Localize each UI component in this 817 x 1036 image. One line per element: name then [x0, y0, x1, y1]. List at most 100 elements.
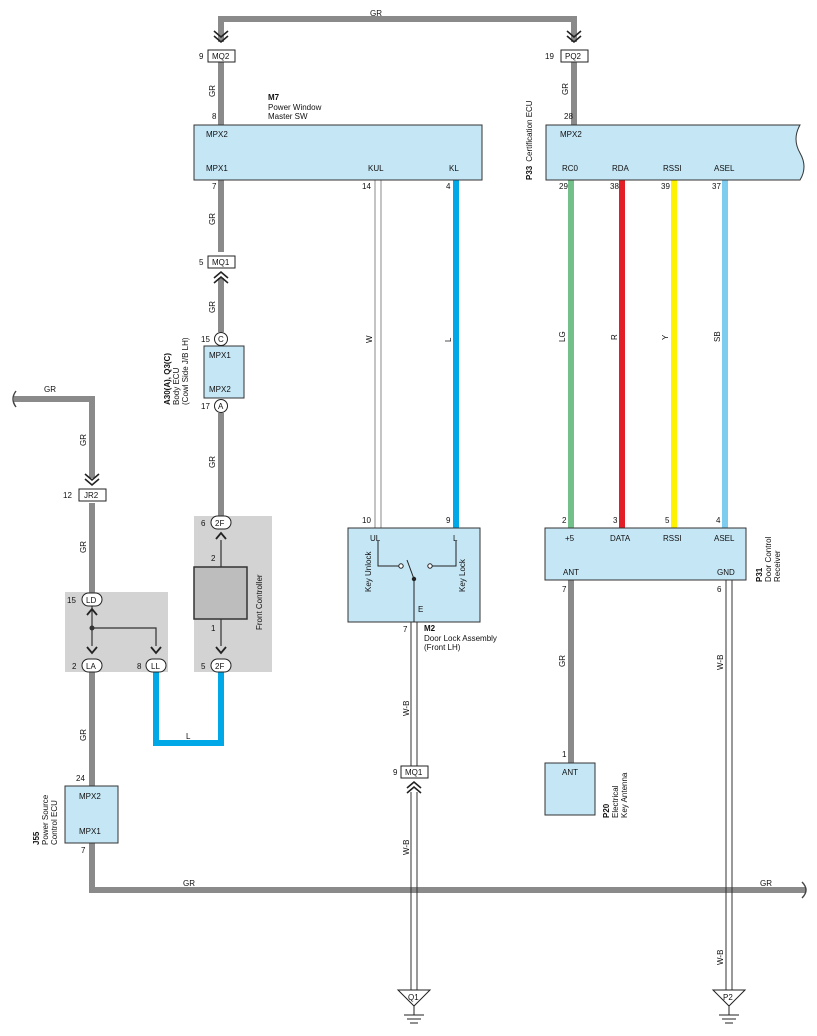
- junction-block-left: [65, 592, 168, 672]
- p33-rc0-label: RC0: [562, 164, 579, 173]
- svg-text:C: C: [218, 335, 224, 344]
- svg-text:17: 17: [201, 402, 210, 411]
- wire-break-right: [801, 881, 807, 899]
- p31-pin-p5: 2: [562, 516, 567, 525]
- wire-label-sb: SB: [713, 331, 722, 342]
- p20-name-2: Key Antenna: [620, 772, 629, 818]
- m7-kul-label: KUL: [368, 164, 384, 173]
- wire-label-gr-left-jr2: GR: [79, 434, 88, 446]
- p33-mpx2-label: MPX2: [560, 130, 582, 139]
- wire-label-gr-bottom-mid: GR: [183, 879, 195, 888]
- wire-label-l: L: [444, 337, 453, 342]
- wire-label-wb-p2: W-B: [716, 950, 725, 965]
- m2-key-lock-label: Key Lock: [458, 558, 467, 592]
- front-controller: [193, 566, 248, 620]
- j55-code: J55: [32, 831, 41, 845]
- p31-asel-label: ASEL: [714, 534, 735, 543]
- svg-text:8: 8: [137, 662, 142, 671]
- wire-label-gr-jr2-ld: GR: [79, 541, 88, 553]
- m2-e-label: E: [418, 605, 423, 614]
- body-ecu: [203, 345, 245, 399]
- wire-label-gr-m7-mq1: GR: [208, 213, 217, 225]
- connector-pq2: PQ2 19: [545, 30, 589, 63]
- wire-wb-m2: [410, 622, 418, 990]
- m7-code: M7: [268, 93, 280, 102]
- svg-text:LL: LL: [151, 662, 160, 671]
- m2-switch-icon: [377, 541, 457, 622]
- svg-text:JR2: JR2: [84, 491, 99, 500]
- m7-pin-mpx1: 7: [212, 182, 217, 191]
- svg-text:9: 9: [199, 52, 204, 61]
- m2-name-2: (Front LH): [424, 643, 461, 652]
- wire-l-loop: [153, 672, 224, 746]
- connector-2f-bottom: 2F 5: [201, 646, 232, 673]
- m7-pin-top: 8: [212, 112, 217, 121]
- m2-pin-l: 9: [446, 516, 451, 525]
- p20-ant-label: ANT: [562, 768, 578, 777]
- body-ecu-mpx2-label: MPX2: [209, 385, 231, 394]
- p20-code: P20: [602, 803, 611, 818]
- wire-gr-left-top: [14, 396, 95, 478]
- wire-label-gr-mq2-m7: GR: [208, 85, 217, 97]
- m2-key-unlock-label: Key Unlock: [364, 551, 373, 592]
- p20-pin: 1: [562, 750, 567, 759]
- svg-text:15: 15: [67, 596, 76, 605]
- connector-ld: LD 15: [67, 592, 103, 616]
- p31-rssi-label: RSSI: [663, 534, 682, 543]
- wire-label-gr-left-top: GR: [44, 385, 56, 394]
- p31-gnd-label: GND: [717, 568, 735, 577]
- wire-label-wb-mq1: W-B: [402, 840, 411, 855]
- connector-mq1-top: MQ1 5: [199, 255, 236, 284]
- svg-text:MQ1: MQ1: [212, 258, 230, 267]
- wire-gr-bottom: [89, 843, 806, 893]
- p31-pin-asel: 4: [716, 516, 721, 525]
- m7-mpx1-label: MPX1: [206, 164, 228, 173]
- p31-door-control-receiver: [544, 527, 747, 581]
- svg-text:15: 15: [201, 335, 210, 344]
- wire-label-wb-p31: W-B: [716, 655, 725, 670]
- connector-a: A 17: [201, 399, 228, 413]
- m2-pin-ul: 10: [362, 516, 371, 525]
- m2-pin-e: 7: [403, 625, 408, 634]
- p33-rda-label: RDA: [612, 164, 630, 173]
- wire-gr-top: [218, 16, 577, 42]
- j55-pin-mpx2: 24: [76, 774, 85, 783]
- p33-pin-top: 28: [564, 112, 573, 121]
- body-ecu-name-2: (Cowl Side J/B LH): [181, 337, 190, 405]
- p33-pin-rssi: 39: [661, 182, 670, 191]
- connector-2f-top: 2F 6: [201, 515, 232, 540]
- wire-label-w: W: [365, 335, 374, 343]
- wire-label-gr-body-2f: GR: [208, 456, 217, 468]
- svg-text:Q1: Q1: [408, 993, 419, 1002]
- connector-mq2: MQ2 9: [199, 30, 236, 63]
- p33-label-vertical: P33Certification ECU: [525, 100, 534, 180]
- svg-text:12: 12: [63, 491, 72, 500]
- p20-name-1: Electrical: [611, 785, 620, 818]
- m7-mpx2-label: MPX2: [206, 130, 228, 139]
- m2-name-1: Door Lock Assembly: [424, 634, 497, 643]
- svg-text:LA: LA: [86, 662, 96, 671]
- body-ecu-name-1: Body ECU: [172, 367, 181, 405]
- p31-code: P31: [755, 567, 764, 582]
- j55-name-2: Control ECU: [50, 800, 59, 845]
- m2-code: M2: [424, 624, 436, 633]
- svg-text:6: 6: [201, 519, 206, 528]
- j55-name-1: Power Source: [41, 794, 50, 845]
- p33-pin-asel: 37: [712, 182, 721, 191]
- svg-text:MQ2: MQ2: [212, 52, 230, 61]
- p31-p5-label: +5: [565, 534, 575, 543]
- p31-name-2: Receiver: [773, 550, 782, 582]
- p31-pin-ant: 7: [562, 585, 567, 594]
- wire-label-gr-bottom-right: GR: [760, 879, 772, 888]
- p31-ant-label: ANT: [563, 568, 579, 577]
- body-ecu-code: A30(A), Q3(C): [163, 353, 172, 405]
- ground-p2-icon: P2: [711, 989, 747, 1024]
- m7-name-1: Power Window: [268, 103, 322, 112]
- m7-name-2: Master SW: [268, 112, 308, 121]
- front-controller-label: Front Controller: [255, 574, 264, 630]
- m7-pin-kul: 14: [362, 182, 371, 191]
- p31-pin-data: 3: [613, 516, 618, 525]
- wire-label-gr-mq1-body: GR: [208, 301, 217, 313]
- wire-wb-p31: [725, 580, 733, 990]
